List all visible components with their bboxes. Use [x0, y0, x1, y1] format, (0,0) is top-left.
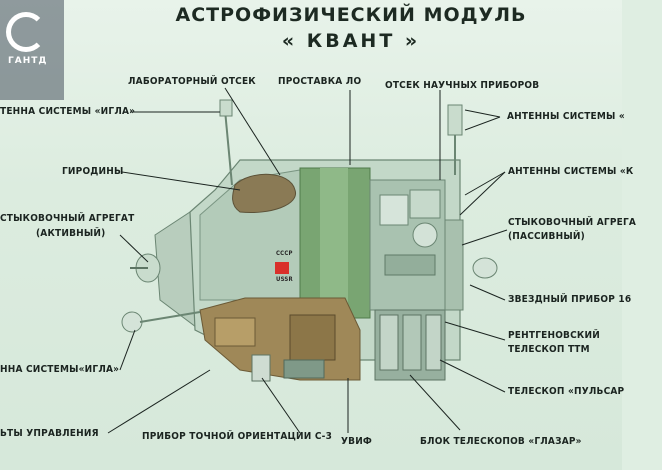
poster-subtitle: « КВАНТ »: [281, 30, 421, 52]
label-lab-section: ЛАБОРАТОРНЫЙ ОТСЕК: [128, 76, 256, 87]
label-gyrodines: ГИРОДИНЫ: [62, 166, 124, 177]
label-igla-antennas-bottom: ННА СИСТЕМЫ«ИГЛА»: [0, 364, 120, 375]
flag-text-ussr: USSR: [276, 276, 293, 283]
label-orientation: ПРИБОР ТОЧНОЙ ОРИЕНТАЦИИ С-3: [142, 431, 333, 442]
ussr-flag: [275, 262, 289, 274]
label-sci-instruments: ОТСЕК НАУЧНЫХ ПРИБОРОВ: [385, 80, 540, 91]
label-pulsar: ТЕЛЕСКОП «ПУЛЬСАР: [508, 386, 625, 397]
flag-text-cccp: СССР: [276, 250, 293, 257]
label-control-panels: ЬТЫ УПРАВЛЕНИЯ: [0, 428, 99, 439]
label-right-antennas-2: АНТЕННЫ СИСТЕМЫ «К: [508, 166, 634, 177]
label-xray: РЕНТГЕНОВСКИЙ: [508, 330, 600, 341]
right-antenna-top: [447, 104, 463, 136]
igla-antenna-top: [219, 99, 233, 117]
logo-text: ГАНТД: [8, 56, 48, 66]
label-star-sensor: ЗВЕЗДНЫЙ ПРИБОР 16: [508, 294, 632, 305]
label-spacer-lo: ПРОСТАВКА ЛО: [278, 76, 362, 87]
label-uvif: УВИФ: [341, 436, 373, 447]
logo-ring-icon: [6, 12, 46, 52]
module-diagram: [107, 87, 508, 434]
rear-antenna-dish: [472, 257, 498, 279]
poster-title: АСТРОФИЗИЧЕСКИЙ МОДУЛЬ: [175, 4, 527, 26]
docking-port-passive: [444, 219, 464, 311]
gyrodine-unit: [232, 173, 296, 214]
label-docking-passive-sub: (ПАССИВНЫЙ): [508, 231, 585, 242]
label-docking-active-sub: (АКТИВНЫЙ): [36, 228, 106, 239]
label-right-antennas-1: АНТЕННЫ СИСТЕМЫ «: [507, 111, 625, 122]
poster: ГАНТД АСТРОФИЗИЧЕСКИЙ МОДУЛЬ « КВАНТ » Л…: [0, 0, 636, 470]
label-docking-passive: СТЫКОВОЧНЫЙ АГРЕГА: [508, 217, 637, 228]
igla-antenna-bottom: [121, 311, 143, 333]
label-xray-sub: ТЕЛЕСКОП ТТМ: [508, 344, 590, 355]
watermark-logo: ГАНТД: [0, 0, 64, 100]
label-glazar: БЛОК ТЕЛЕСКОПОВ «ГЛАЗАР»: [420, 436, 582, 447]
orientation-device: [251, 354, 271, 382]
label-igla-antennas-top: ТЕННА СИСТЕМЫ «ИГЛА»: [0, 106, 136, 117]
label-docking-active: СТЫКОВОЧНЫЙ АГРЕГАТ: [0, 213, 135, 224]
